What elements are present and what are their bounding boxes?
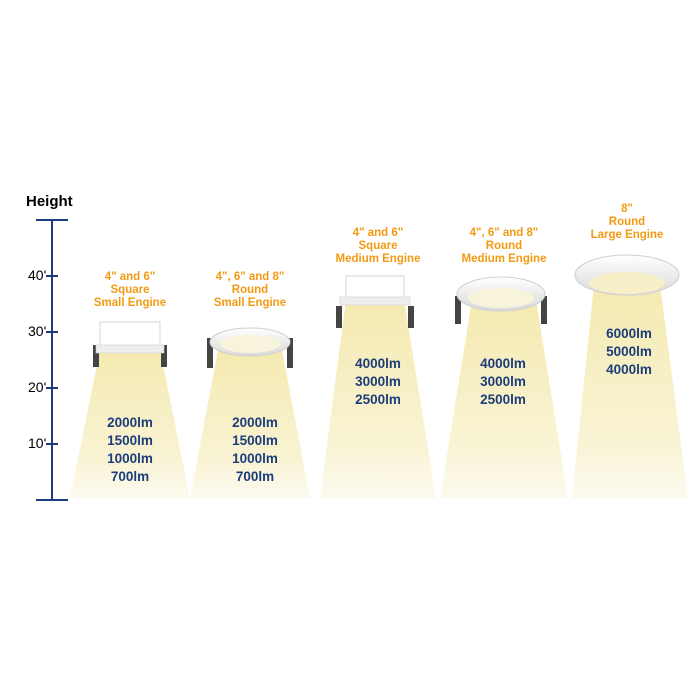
fixture-2-title: 4", 6" and 8" Round Small Engine bbox=[185, 271, 315, 310]
fixture-2-lumen-2: 1500lm bbox=[232, 433, 278, 448]
fixture-2-title-engine: Small Engine bbox=[213, 297, 287, 309]
fixture-4-title-engine: Medium Engine bbox=[461, 253, 547, 265]
fixture-4 bbox=[440, 276, 568, 498]
fixture-2-lumens: 2000lm 1500lm 1000lm 700lm bbox=[200, 414, 310, 486]
beam-1 bbox=[70, 350, 190, 498]
fixture-5-lumen-1: 6000lm bbox=[606, 326, 652, 341]
fixture-2-lumen-4: 700lm bbox=[235, 469, 275, 484]
fixture-5-title-size: 8" bbox=[621, 203, 633, 215]
fixture-3-lumen-3: 2500lm bbox=[355, 392, 401, 407]
fixture-1 bbox=[70, 321, 190, 498]
fixture-5-lumen-2: 5000lm bbox=[606, 344, 652, 359]
tick-label-20: 20' bbox=[28, 379, 47, 395]
fixture-1-lumen-4: 700lm bbox=[110, 469, 150, 484]
fixture-5 bbox=[572, 254, 688, 498]
tick-label-40: 40' bbox=[28, 267, 47, 283]
fixture-1-lumens: 2000lm 1500lm 1000lm 700lm bbox=[75, 414, 185, 486]
beam-3 bbox=[320, 300, 436, 498]
fixture-5-title-shape: Round bbox=[608, 216, 646, 228]
fixture-3-title-engine: Medium Engine bbox=[335, 253, 421, 265]
fixture-1-title-shape: Square bbox=[110, 284, 150, 296]
fixture-4-lumens: 4000lm 3000lm 2500lm bbox=[448, 355, 558, 409]
fixture-3 bbox=[320, 275, 436, 498]
fixture-1-trim bbox=[99, 321, 161, 349]
fixture-1-can bbox=[95, 344, 165, 354]
fixture-5-inner bbox=[589, 272, 665, 294]
fixture-3-right-clip bbox=[408, 306, 414, 328]
fixture-1-title: 4" and 6" Square Small Engine bbox=[65, 271, 195, 310]
fixture-5-lumens: 6000lm 5000lm 4000lm bbox=[574, 325, 684, 379]
fixture-3-trim bbox=[345, 275, 405, 301]
fixture-3-lumens: 4000lm 3000lm 2500lm bbox=[323, 355, 433, 409]
height-axis bbox=[36, 219, 68, 501]
fixture-5-title-engine: Large Engine bbox=[590, 229, 664, 241]
fixture-3-can bbox=[339, 296, 411, 306]
fixture-4-left-clip bbox=[455, 296, 461, 324]
fixture-4-lumen-2: 3000lm bbox=[480, 374, 526, 389]
fixture-1-lumen-2: 1500lm bbox=[107, 433, 153, 448]
fixture-1-lumen-3: 1000lm bbox=[107, 451, 153, 466]
beam-5 bbox=[572, 285, 688, 498]
fixture-3-lumen-1: 4000lm bbox=[355, 356, 401, 371]
fixture-4-lumen-3: 2500lm bbox=[480, 392, 526, 407]
fixture-1-title-engine: Small Engine bbox=[93, 297, 167, 309]
beam-4 bbox=[440, 300, 568, 498]
fixture-4-inner bbox=[468, 288, 534, 308]
fixture-2-left-clip bbox=[207, 338, 213, 368]
fixture-3-left-clip bbox=[336, 306, 342, 328]
fixture-4-right-clip bbox=[541, 296, 547, 324]
fixture-2-lumen-1: 2000lm bbox=[232, 415, 278, 430]
fixture-5-lumen-3: 4000lm bbox=[606, 362, 652, 377]
fixture-2-right-clip bbox=[287, 338, 293, 368]
fixture-2-inner bbox=[220, 335, 280, 353]
fixture-4-title-shape: Round bbox=[485, 240, 523, 252]
fixture-2 bbox=[190, 327, 310, 498]
tick-label-10: 10' bbox=[28, 435, 47, 451]
fixture-3-title-size: 4" and 6" bbox=[352, 227, 404, 239]
fixture-4-lumen-1: 4000lm bbox=[480, 356, 526, 371]
fixture-2-title-size: 4", 6" and 8" bbox=[215, 271, 285, 283]
fixture-1-title-size: 4" and 6" bbox=[104, 271, 156, 283]
fixture-1-lumen-1: 2000lm bbox=[107, 415, 153, 430]
fixture-4-title-size: 4", 6" and 8" bbox=[469, 227, 539, 239]
fixture-5-title: 8" Round Large Engine bbox=[562, 203, 692, 242]
beam-2 bbox=[190, 350, 310, 498]
fixture-1-housing-right-clip bbox=[161, 345, 167, 367]
fixture-3-lumen-2: 3000lm bbox=[355, 374, 401, 389]
fixture-2-title-shape: Round bbox=[231, 284, 269, 296]
fixture-3-title: 4" and 6" Square Medium Engine bbox=[313, 227, 443, 266]
fixture-3-title-shape: Square bbox=[358, 240, 398, 252]
fixture-4-title: 4", 6" and 8" Round Medium Engine bbox=[439, 227, 569, 266]
fixture-1-housing-left-clip bbox=[93, 345, 99, 367]
fixture-2-lumen-3: 1000lm bbox=[232, 451, 278, 466]
tick-label-30: 30' bbox=[28, 323, 47, 339]
axis-title: Height bbox=[26, 193, 73, 210]
